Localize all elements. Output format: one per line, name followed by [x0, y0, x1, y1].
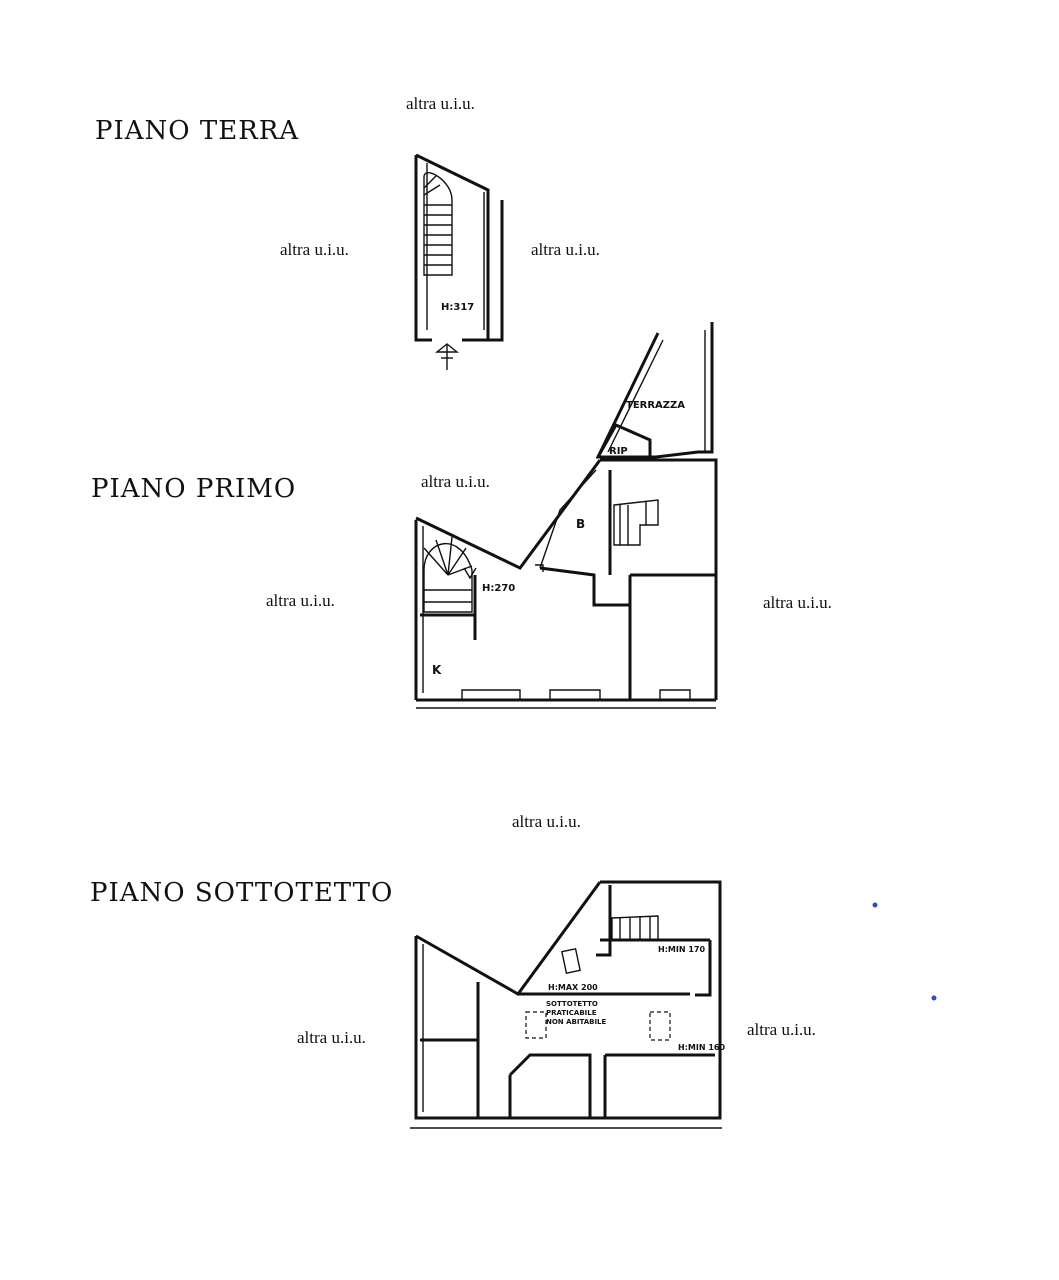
neighbor-label-attic-left: altra u.i.u.	[297, 1028, 366, 1047]
neighbor-label-ground-left: altra u.i.u.	[280, 240, 349, 259]
kitchen-label: K	[432, 663, 442, 677]
neighbor-label-ground-top: altra u.i.u.	[406, 94, 475, 113]
attic-stair	[611, 915, 659, 941]
marker-dot-icon	[931, 995, 937, 1001]
title-piano-sottotetto: PIANO SOTTOTETTO	[90, 878, 394, 908]
first-spiral-stair	[423, 536, 477, 613]
neighbor-label-ground-right: altra u.i.u.	[531, 240, 600, 259]
neighbor-label-first-left: altra u.i.u.	[266, 591, 335, 610]
skylight-dashed-icon	[649, 1011, 671, 1041]
skylight-dashed-icon	[525, 1011, 547, 1039]
neighbor-label-first-right: altra u.i.u.	[763, 593, 832, 612]
attic-hmin160-label: H:MIN 160	[678, 1043, 725, 1052]
attic-note-line1: SOTTOTETTO	[546, 1000, 598, 1008]
title-piano-terra: PIANO TERRA	[95, 116, 300, 146]
attic-hmax200-label: H:MAX 200	[548, 983, 598, 992]
bath-label: B	[576, 517, 585, 531]
ground-floor-plan: H:317	[414, 153, 504, 370]
attic-floor-plan: H:MIN 170 H:MAX 200 H:MIN 160 SOTTOTETTO…	[410, 880, 937, 1129]
neighbor-label-attic-right: altra u.i.u.	[747, 1020, 816, 1039]
ground-height-label: H:317	[441, 302, 474, 313]
attic-note-line2: PRATICABILE	[546, 1009, 597, 1017]
neighbor-label-attic-top: altra u.i.u.	[512, 812, 581, 831]
entrance-arrow-icon	[435, 343, 459, 370]
first-floor-plan: TERRAZZA RIP	[414, 322, 718, 709]
attic-note-line3: NON ABITABILE	[546, 1018, 607, 1026]
ground-stair	[423, 172, 453, 276]
neighbor-label-first-top: altra u.i.u.	[421, 472, 490, 491]
skylight-icon	[561, 947, 581, 975]
terrace-label: TERRAZZA	[626, 400, 685, 411]
marker-dot-icon	[872, 902, 878, 908]
storage-label: RIP	[609, 446, 628, 457]
first-height-label: H:270	[482, 583, 515, 594]
attic-hmin170-label: H:MIN 170	[658, 945, 705, 954]
title-piano-primo: PIANO PRIMO	[91, 474, 297, 504]
first-small-stair	[613, 499, 659, 546]
